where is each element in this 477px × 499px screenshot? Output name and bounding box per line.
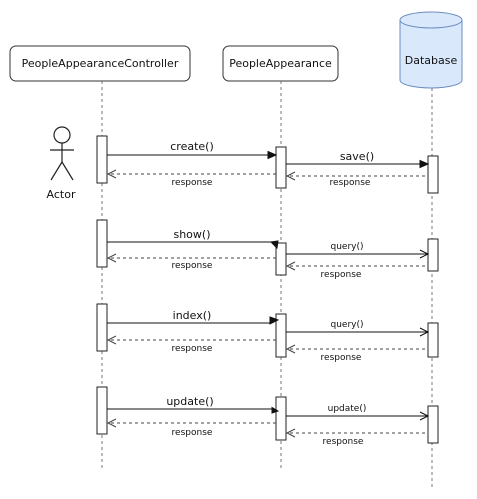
show-query-label: query() bbox=[330, 242, 363, 252]
model-activation-index bbox=[275, 313, 287, 358]
controller-activation-index bbox=[96, 303, 108, 352]
update-db-response-arrowhead-icon bbox=[285, 428, 296, 438]
index-query-label: query() bbox=[330, 320, 363, 330]
save-arrowhead-icon bbox=[419, 159, 430, 169]
show-query-response-label: response bbox=[321, 270, 362, 280]
actor-right-leg-icon bbox=[61, 161, 74, 181]
save-response-label: response bbox=[330, 178, 371, 188]
show-response-label: response bbox=[172, 261, 213, 271]
model-activation-create bbox=[275, 146, 287, 189]
model-activation-show bbox=[275, 242, 287, 276]
model-activation-update bbox=[275, 396, 287, 441]
create-response-label: response bbox=[172, 178, 213, 188]
index-arrowhead-icon bbox=[269, 316, 280, 325]
database-cylinder-top bbox=[399, 11, 463, 29]
database-cylinder-body bbox=[399, 20, 463, 89]
save-response-arrowhead-icon bbox=[285, 171, 296, 181]
create-arrowhead-icon bbox=[267, 150, 278, 160]
save-message-label: save() bbox=[340, 150, 374, 163]
controller-activation-show bbox=[96, 219, 108, 268]
database-activation-index bbox=[427, 322, 439, 358]
index-query-response-label: response bbox=[321, 353, 362, 363]
controller-activation-create bbox=[96, 135, 108, 184]
update-db-response-label: response bbox=[323, 437, 364, 447]
show-arrowhead-icon bbox=[269, 240, 279, 250]
database-activation-save bbox=[427, 155, 439, 194]
index-message-label: index() bbox=[173, 309, 212, 322]
actor-left-leg-icon bbox=[50, 161, 63, 181]
create-message-label: create() bbox=[170, 140, 214, 153]
controller-box[interactable] bbox=[9, 45, 191, 82]
actor-head-icon bbox=[53, 126, 71, 144]
update-response-label: response bbox=[172, 428, 213, 438]
update-arrowhead-icon bbox=[271, 406, 280, 414]
update-response-arrowhead-icon bbox=[106, 418, 117, 428]
create-response-arrowhead-icon bbox=[106, 169, 117, 179]
index-query-response-arrowhead-icon bbox=[285, 344, 296, 354]
controller-participant[interactable]: PeopleAppearanceController bbox=[9, 45, 191, 82]
model-participant[interactable]: PeopleAppearance bbox=[222, 45, 339, 82]
actor-figure: Actor bbox=[47, 126, 76, 201]
controller-label: PeopleAppearanceController bbox=[22, 57, 179, 70]
update-db-arrowhead-icon bbox=[419, 411, 430, 421]
controller-activation-update bbox=[96, 386, 108, 435]
index-response-arrowhead-icon bbox=[106, 335, 117, 345]
show-query-arrowhead-icon bbox=[419, 249, 430, 259]
database-activation-update bbox=[427, 405, 439, 444]
database-participant[interactable]: Database bbox=[399, 11, 463, 89]
database-label: Database bbox=[405, 54, 458, 67]
show-response-arrowhead-icon bbox=[106, 253, 117, 263]
update-db-label: update() bbox=[328, 404, 367, 414]
database-activation-show bbox=[427, 238, 439, 272]
actor-label: Actor bbox=[47, 188, 76, 201]
show-message-label: show() bbox=[173, 228, 210, 241]
model-label: PeopleAppearance bbox=[229, 57, 332, 70]
update-message-label: update() bbox=[166, 395, 213, 408]
show-query-response-arrowhead-icon bbox=[285, 261, 296, 271]
index-response-label: response bbox=[172, 344, 213, 354]
index-query-arrowhead-icon bbox=[419, 327, 430, 337]
